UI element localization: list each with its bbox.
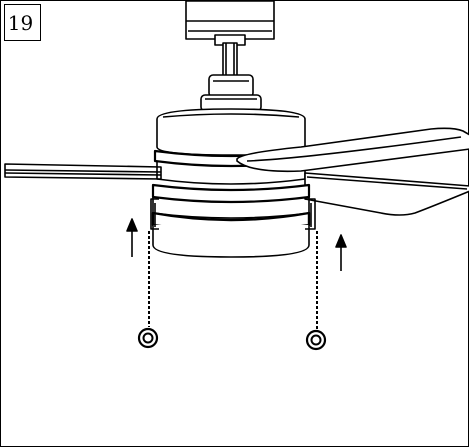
step-number-box: 19: [4, 4, 41, 41]
light-kit: [151, 183, 311, 258]
downrod: [222, 42, 238, 78]
up-arrow-left-icon: [126, 218, 138, 257]
right-blade-lower: [304, 172, 469, 216]
up-arrow-right-icon: [335, 234, 347, 271]
motor-housing: [153, 108, 309, 185]
right-bracket: [305, 198, 316, 230]
left-bracket: [150, 198, 159, 230]
right-blade-upper: [236, 127, 469, 173]
pull-chain-left-icon: [137, 231, 159, 349]
left-blade: [4, 163, 162, 180]
pull-chain-right-icon: [305, 231, 327, 351]
motor-collar: [200, 74, 262, 112]
ceiling-canopy: [185, 1, 275, 46]
step-number: 19: [7, 11, 34, 35]
